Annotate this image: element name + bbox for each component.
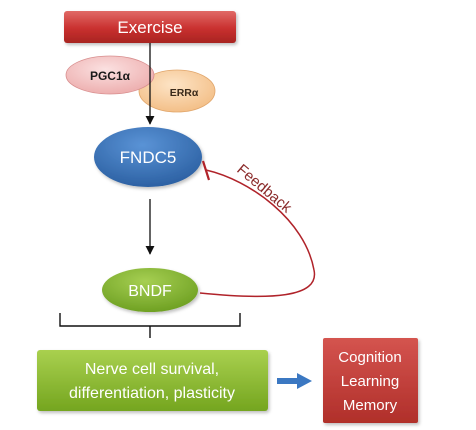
- bndf-node: BNDF: [102, 268, 198, 312]
- erra-label: ERRα: [170, 87, 199, 99]
- learning-label: Learning: [341, 373, 399, 390]
- erra-node: ERRα: [138, 69, 216, 113]
- feedback-connector: Feedback: [199, 160, 316, 298]
- exercise-label: Exercise: [117, 18, 182, 37]
- cognition-node: Cognition Learning Memory: [323, 338, 418, 423]
- pgc1a-node: PGC1α: [65, 55, 155, 95]
- bracket: [59, 313, 241, 338]
- outcome-line1: Nerve cell survival,: [85, 361, 219, 378]
- feedback-label: Feedback: [233, 161, 295, 217]
- fndc5-node: FNDC5: [94, 127, 202, 187]
- fndc5-label: FNDC5: [120, 148, 177, 167]
- outcome-node: Nerve cell survival, differentiation, pl…: [37, 350, 268, 411]
- bndf-label: BNDF: [128, 283, 172, 300]
- memory-label: Memory: [343, 397, 398, 414]
- cognition-label: Cognition: [338, 349, 401, 366]
- arrow-outcome-to-cognition: [277, 373, 312, 389]
- exercise-node: Exercise: [64, 11, 236, 43]
- outcome-line2: differentiation, plasticity: [69, 385, 235, 402]
- pgc1a-label: PGC1α: [90, 69, 131, 83]
